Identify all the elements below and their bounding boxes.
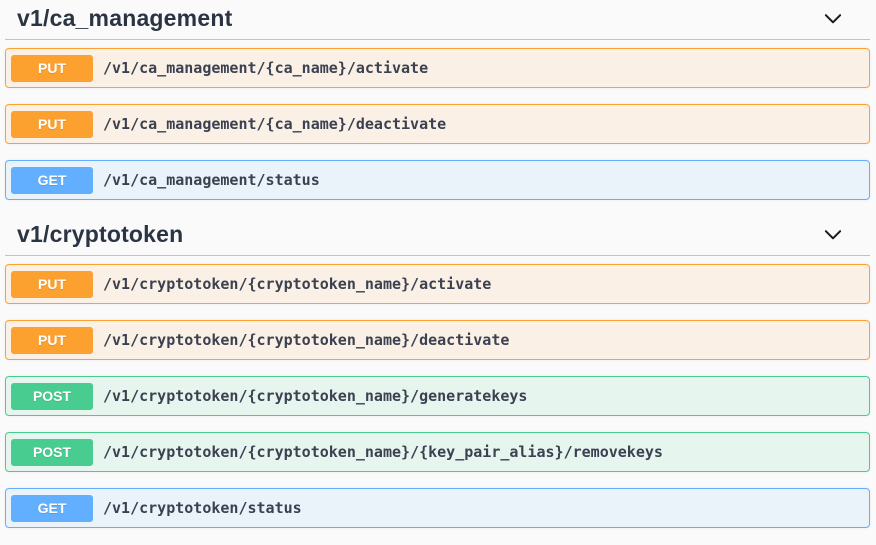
- endpoint-row[interactable]: PUT /v1/cryptotoken/{cryptotoken_name}/a…: [5, 264, 870, 304]
- endpoint-row[interactable]: GET /v1/ca_management/status: [5, 160, 870, 200]
- endpoint-path: /v1/ca_management/status: [103, 171, 320, 189]
- method-badge: PUT: [11, 110, 93, 138]
- method-badge: PUT: [11, 326, 93, 354]
- endpoint-row[interactable]: GET /v1/cryptotoken/status: [5, 488, 870, 528]
- method-badge: PUT: [11, 270, 93, 298]
- api-endpoint-list: v1/ca_management PUT /v1/ca_management/{…: [5, 0, 870, 528]
- section-title: v1/ca_management: [17, 5, 233, 31]
- section-endpoints: PUT /v1/cryptotoken/{cryptotoken_name}/a…: [5, 256, 870, 528]
- endpoint-row[interactable]: POST /v1/cryptotoken/{cryptotoken_name}/…: [5, 432, 870, 472]
- section-header[interactable]: v1/ca_management: [5, 0, 870, 40]
- endpoint-path: /v1/cryptotoken/{cryptotoken_name}/activ…: [103, 275, 492, 293]
- endpoint-row[interactable]: PUT /v1/ca_management/{ca_name}/activate: [5, 48, 870, 88]
- section-header[interactable]: v1/cryptotoken: [5, 216, 870, 256]
- method-badge: GET: [11, 494, 93, 522]
- endpoint-path: /v1/ca_management/{ca_name}/deactivate: [103, 115, 447, 133]
- chevron-down-icon[interactable]: [822, 8, 844, 30]
- method-badge: POST: [11, 382, 93, 410]
- endpoint-path: /v1/cryptotoken/{cryptotoken_name}/gener…: [103, 387, 528, 405]
- chevron-down-icon[interactable]: [822, 224, 844, 246]
- method-badge: PUT: [11, 54, 93, 82]
- api-tag-section: v1/ca_management PUT /v1/ca_management/{…: [5, 0, 870, 200]
- endpoint-path: /v1/cryptotoken/{cryptotoken_name}/deact…: [103, 331, 510, 349]
- api-tag-section: v1/cryptotoken PUT /v1/cryptotoken/{cryp…: [5, 216, 870, 528]
- method-badge: POST: [11, 438, 93, 466]
- endpoint-row[interactable]: PUT /v1/cryptotoken/{cryptotoken_name}/d…: [5, 320, 870, 360]
- endpoint-path: /v1/ca_management/{ca_name}/activate: [103, 59, 429, 77]
- section-title: v1/cryptotoken: [17, 221, 184, 247]
- endpoint-path: /v1/cryptotoken/status: [103, 499, 302, 517]
- endpoint-path: /v1/cryptotoken/{cryptotoken_name}/{key_…: [103, 443, 663, 461]
- section-endpoints: PUT /v1/ca_management/{ca_name}/activate…: [5, 40, 870, 200]
- method-badge: GET: [11, 166, 93, 194]
- endpoint-row[interactable]: PUT /v1/ca_management/{ca_name}/deactiva…: [5, 104, 870, 144]
- endpoint-row[interactable]: POST /v1/cryptotoken/{cryptotoken_name}/…: [5, 376, 870, 416]
